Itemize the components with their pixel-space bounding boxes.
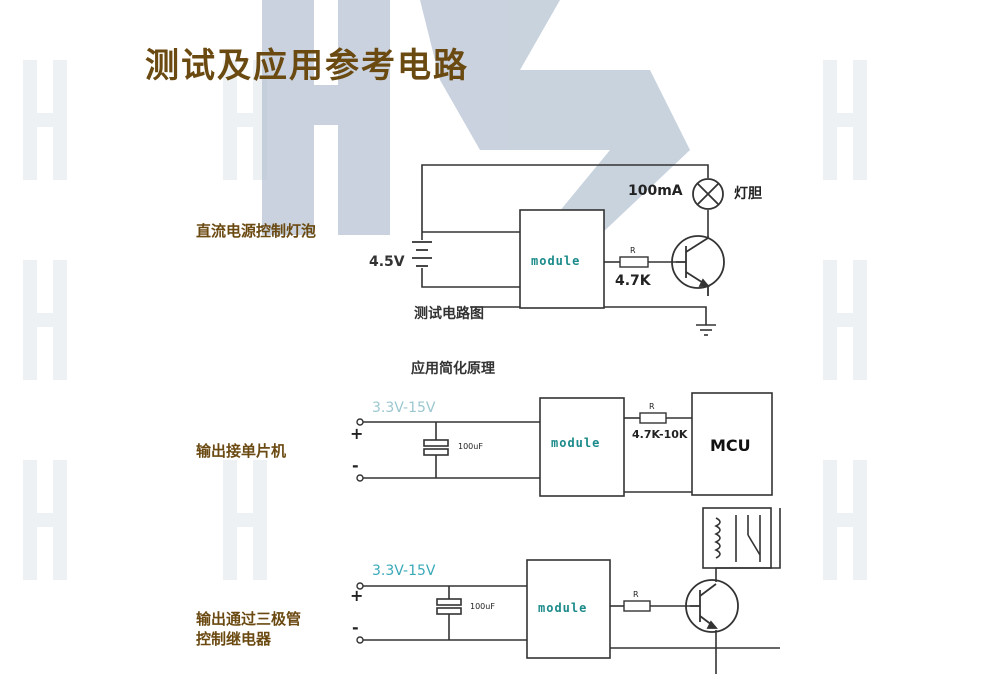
- circuit2-voltage-label: 3.3V-15V: [372, 400, 436, 416]
- circuit1-module-label: module: [531, 254, 581, 268]
- circuit3-module-label: module: [538, 601, 588, 615]
- circuit1-battery: [412, 241, 432, 267]
- circuit2-minus-sign: -: [352, 456, 359, 475]
- circuit3-capacitor-icon: [436, 598, 462, 615]
- circuit3-plus-terminal: [356, 582, 364, 590]
- circuit1-module-box: [519, 209, 605, 309]
- circuit3-module-box: [526, 559, 611, 659]
- circuit3-caption-line2: 控制继电器: [196, 630, 272, 648]
- circuit3-transistor-icon: [685, 579, 739, 633]
- circuit2-module-box: [539, 397, 625, 497]
- circuit2-plus-sign: +: [350, 424, 364, 443]
- circuit3-relay-icon: [702, 507, 772, 569]
- circuit2-capacitor-label: 100uF: [458, 442, 483, 451]
- circuit1-lamp-label: 灯胆: [734, 186, 762, 202]
- circuit3-resistor: [623, 600, 651, 612]
- circuit2-resistor-value: 4.7K-10K: [632, 428, 688, 441]
- circuit1-lamp-current-label: 100mA: [628, 183, 683, 199]
- circuit3-caption-line1: 输出通过三极管: [196, 610, 302, 628]
- circuit3-voltage-label: 3.3V-15V: [372, 563, 436, 579]
- circuit1-resistor: [619, 256, 649, 268]
- circuit2-resistor-symbol: R: [649, 402, 655, 411]
- circuit1-resistor-symbol: R: [630, 246, 636, 255]
- circuit3-capacitor-label: 100uF: [470, 602, 495, 611]
- circuit2-mcu-label: MCU: [710, 436, 751, 455]
- circuit1-voltage-label: 4.5V: [369, 254, 405, 270]
- circuit1-caption: 直流电源控制灯泡: [196, 222, 317, 240]
- circuit2-resistor: [639, 412, 667, 424]
- circuit3-minus-terminal: [356, 636, 364, 644]
- circuit3-minus-sign: -: [352, 618, 359, 637]
- circuit1-wires: [421, 164, 709, 325]
- page-title: 测试及应用参考电路: [145, 46, 469, 86]
- background-watermark-pattern: [23, 60, 867, 580]
- circuit2-caption: 输出接单片机: [196, 442, 287, 460]
- circuit2-capacitor-icon: [423, 439, 449, 456]
- circuit2-plus-terminal: [356, 418, 364, 426]
- circuit1-ground-icon: [696, 324, 716, 336]
- circuit2-minus-terminal: [356, 474, 364, 482]
- circuit2-module-label: module: [551, 436, 601, 450]
- section-caption: 应用简化原理: [411, 361, 495, 377]
- circuit1-resistor-value: 4.7K: [615, 273, 651, 289]
- circuit3-resistor-symbol: R: [633, 590, 639, 599]
- circuit1-lamp-icon: [692, 178, 724, 210]
- circuit2-mcu-box: [691, 392, 773, 496]
- circuit1-transistor-icon: [671, 235, 725, 296]
- circuit3-plus-sign: +: [350, 586, 364, 605]
- watermark-logo: [262, 0, 690, 235]
- circuit1-diagram-caption: 测试电路图: [414, 306, 484, 322]
- circuit2-wires: [362, 417, 692, 493]
